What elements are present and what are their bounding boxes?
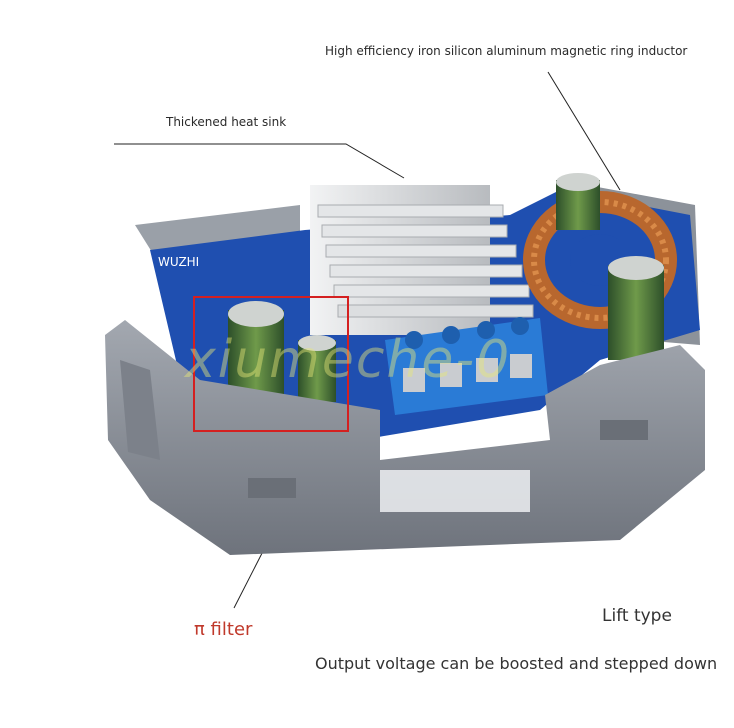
capacitor-small — [298, 335, 336, 402]
housing-slot-center — [380, 470, 530, 512]
heatsink-pointer-line — [114, 143, 405, 179]
lift-type-label: Lift type — [602, 606, 672, 626]
housing-clip-left — [120, 360, 160, 460]
pi-filter-highlight-box — [193, 296, 349, 432]
pcb-silkscreen-text: WUZHI — [158, 255, 199, 269]
capacitor-top — [556, 173, 600, 230]
housing-slot-left — [248, 478, 296, 498]
terminal-block — [385, 317, 548, 415]
inductor-callout: High efficiency iron silicon aluminum ma… — [325, 44, 688, 58]
capacitor-right — [608, 256, 664, 360]
housing-slot-right — [600, 420, 648, 440]
output-voltage-caption: Output voltage can be boosted and steppe… — [315, 654, 718, 673]
watermark-text: xiumeche-0 — [185, 330, 512, 390]
heat-sink — [310, 185, 534, 335]
inductor-pointer-line — [547, 71, 621, 191]
heat-sink-callout: Thickened heat sink — [166, 115, 287, 129]
pi-filter-callout: π filter — [194, 619, 253, 640]
